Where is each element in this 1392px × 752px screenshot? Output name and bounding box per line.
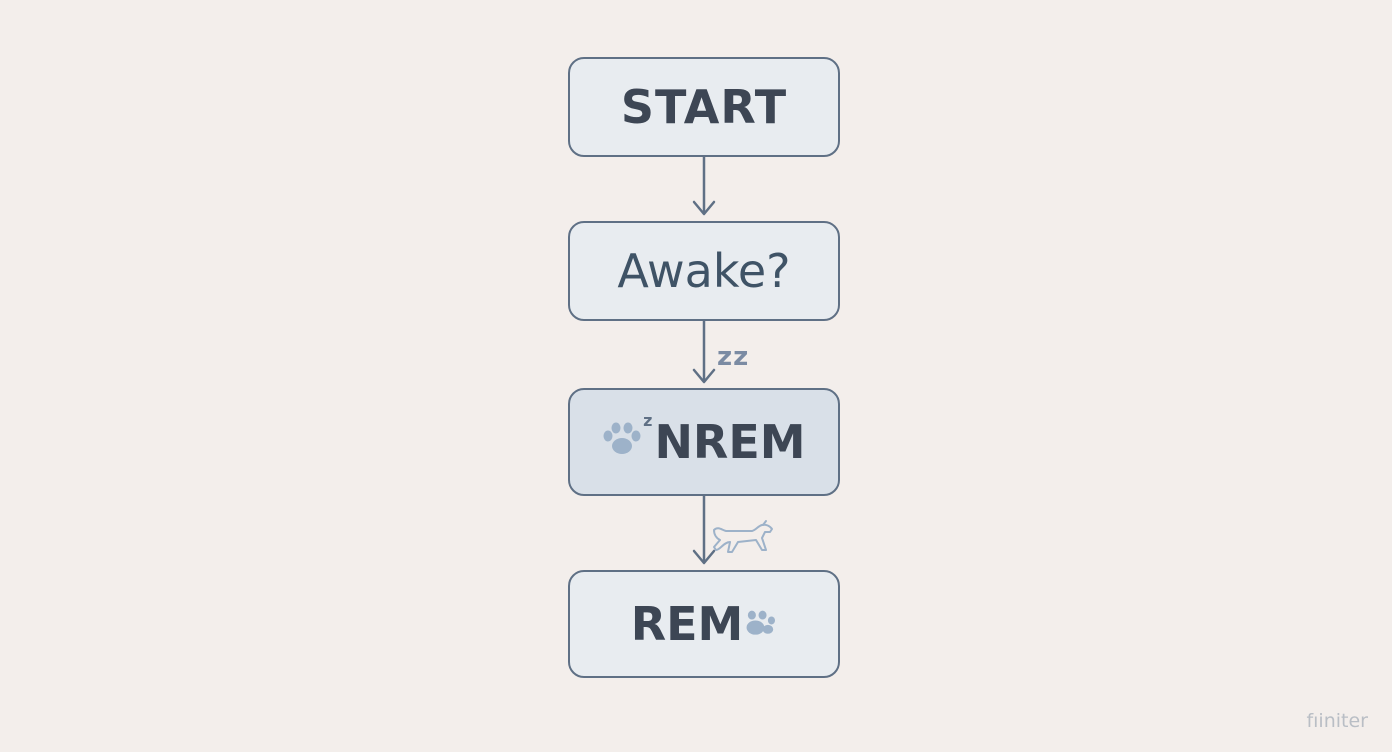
node-rem-label: REM (630, 597, 744, 651)
node-awake: Awake? (568, 221, 840, 321)
edge-awake-to-nrem (692, 321, 716, 384)
node-start: START (568, 57, 840, 157)
paw-badge-z: z (643, 411, 653, 430)
node-nrem: z NREM (568, 388, 840, 496)
node-start-label: START (620, 80, 788, 134)
node-nrem-label: NREM (654, 415, 806, 469)
edge-label-zz: zz (717, 342, 750, 372)
edge-start-to-awake (692, 157, 716, 216)
edge-nrem-to-rem (692, 496, 716, 565)
watermark: fıiniter (1306, 710, 1368, 732)
paw-icon (741, 597, 777, 651)
sleeping-paw-icon: z (602, 411, 652, 469)
node-rem: REM (568, 570, 840, 678)
node-awake-label: Awake? (617, 244, 791, 298)
running-dog-icon (713, 520, 773, 553)
